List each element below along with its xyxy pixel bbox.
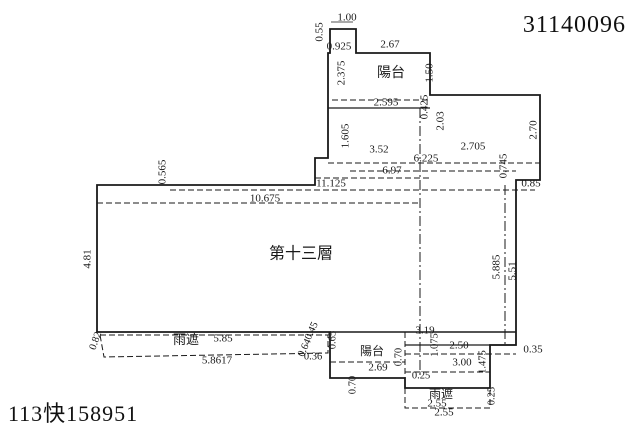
dimension-label: 10.675 bbox=[250, 193, 281, 205]
dimension-label: 0.65 bbox=[327, 331, 338, 349]
dimension-label: 0.70 bbox=[347, 376, 358, 394]
dimension-label: 11.125 bbox=[316, 178, 346, 190]
dimension-label: 6.225 bbox=[414, 153, 439, 165]
balcony-label: 陽台 bbox=[377, 65, 405, 81]
balcony-label: 陽台 bbox=[360, 343, 384, 358]
canopy-center-outline bbox=[404, 388, 491, 409]
canopy-left-outline bbox=[99, 334, 329, 358]
dimension-label: 0.36 bbox=[304, 351, 322, 362]
dimension-label: 2.69 bbox=[368, 362, 388, 374]
dimension-label: 2.55 bbox=[434, 407, 454, 419]
dimension-label: 1.075 bbox=[429, 333, 440, 357]
main-outline bbox=[96, 28, 541, 389]
dimension-label: 5.885 bbox=[491, 254, 503, 279]
dimension-label: 0.25 bbox=[486, 387, 497, 405]
dimension-label: 0.35 bbox=[523, 344, 543, 356]
dimension-label: 5.51 bbox=[507, 261, 519, 280]
dimension-label: 2.375 bbox=[336, 60, 348, 85]
dimension-label: 0.85 bbox=[521, 178, 541, 190]
dimension-label: 0.55 bbox=[314, 22, 326, 42]
document-number: 113快158951 bbox=[8, 401, 139, 426]
dimension-label: 2.67 bbox=[380, 39, 400, 51]
dimension-label: 0.25 bbox=[412, 370, 430, 381]
dimension-label: 3.00 bbox=[452, 357, 472, 369]
canopy-label: 雨遮 bbox=[429, 386, 453, 401]
dimension-label: 2.705 bbox=[461, 141, 486, 153]
dimension-label: 6.97 bbox=[382, 165, 402, 177]
registration-number: 31140096 bbox=[522, 12, 626, 38]
dimension-label: 2.70 bbox=[528, 120, 540, 140]
dimension-label: 0.745 bbox=[498, 153, 510, 178]
dimension-label: 3.52 bbox=[369, 144, 388, 156]
dimension-label: 5.85 bbox=[213, 333, 233, 345]
dimension-label: 0.70 bbox=[393, 348, 404, 366]
dimension-label: 0.82 bbox=[88, 330, 105, 351]
dimension-label: 0.425 bbox=[419, 94, 431, 119]
dimension-label: 4.81 bbox=[82, 249, 94, 268]
dimension-label: 1.605 bbox=[340, 123, 352, 148]
canopy-label: 雨遮 bbox=[173, 332, 199, 347]
dimension-label: 1.00 bbox=[337, 12, 357, 24]
dimension-label: 2.03 bbox=[435, 111, 447, 131]
dimension-label: 5.8617 bbox=[202, 355, 233, 367]
dimension-label: 2.55 bbox=[427, 398, 447, 410]
dimension-label: 2.595 bbox=[374, 97, 399, 109]
dimension-label: 2.50 bbox=[449, 340, 469, 352]
dimension-label: 0.925 bbox=[327, 41, 352, 53]
dimension-label: 3.19 bbox=[415, 325, 435, 337]
dimension-label: 1.50 bbox=[424, 63, 436, 83]
floor-label: 第十三層 bbox=[269, 245, 333, 263]
dimension-label: 0.565 bbox=[157, 159, 169, 184]
dimension-label: 1.475 bbox=[477, 350, 488, 374]
